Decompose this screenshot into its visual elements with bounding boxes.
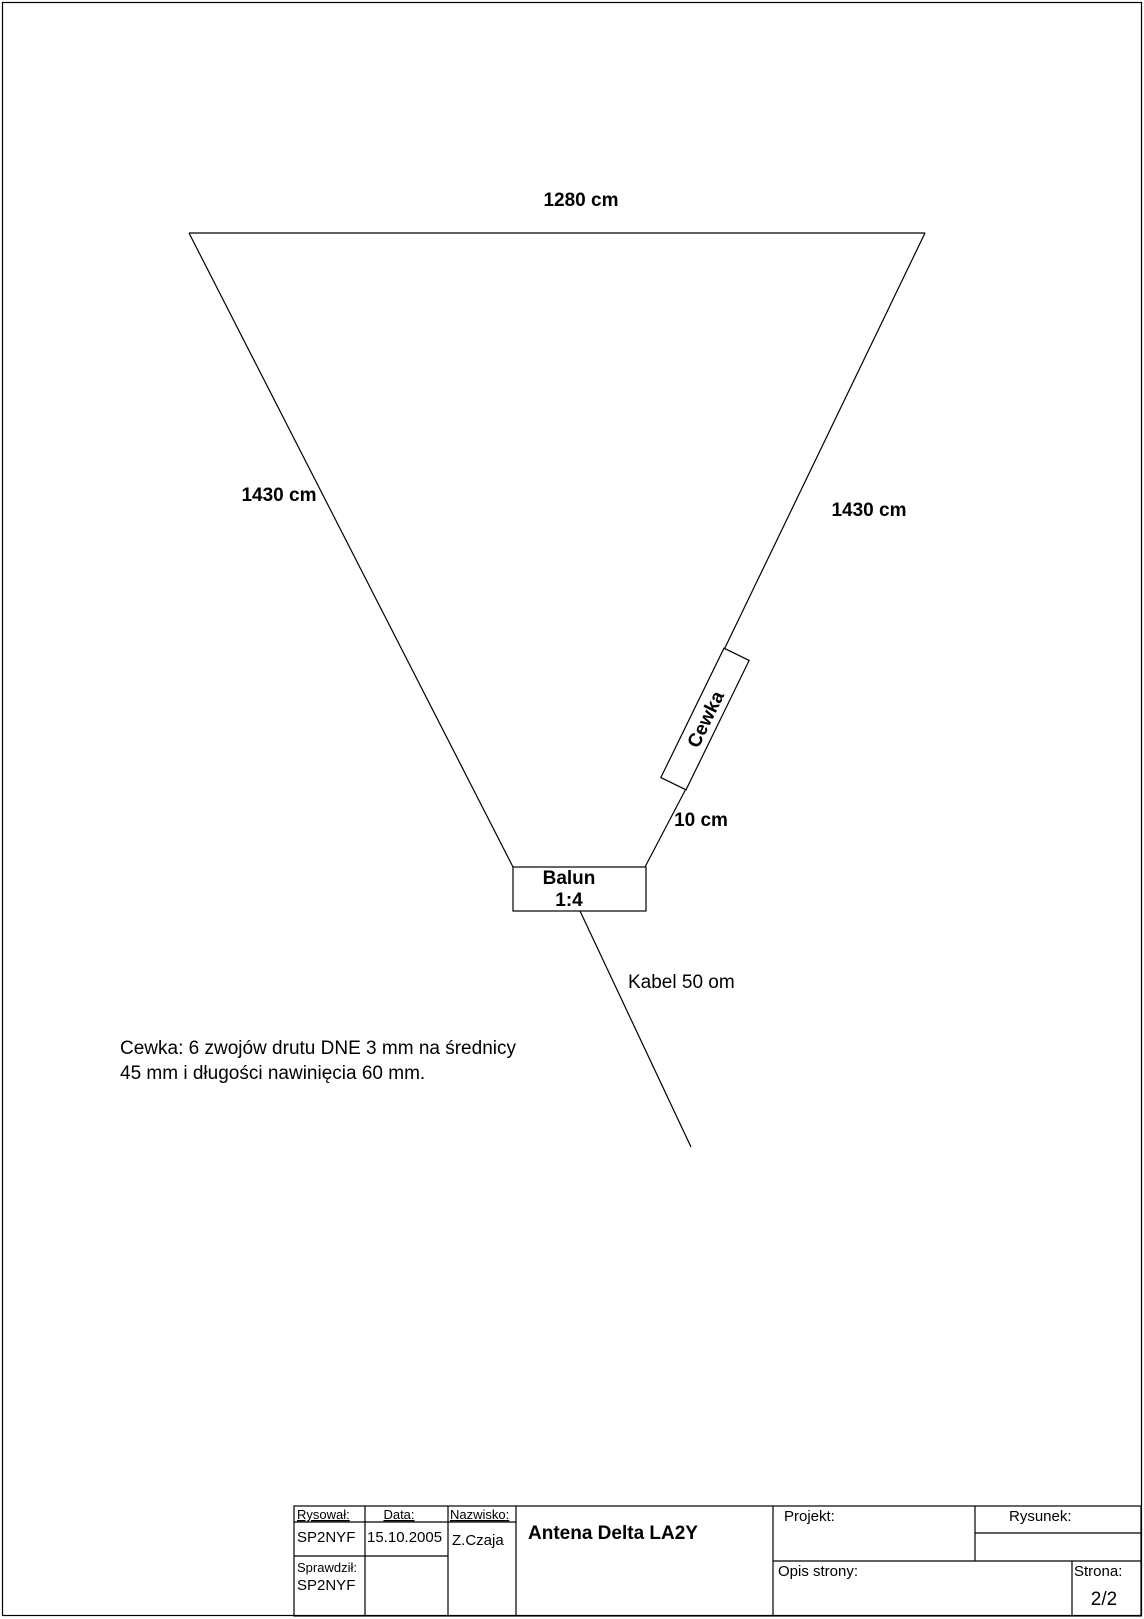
drawn-by-label: Rysował: [297, 1507, 350, 1522]
antenna-diagram: Cewka Balun 1:4 1280 cm 1430 cm 1430 cm … [120, 190, 926, 1148]
right-wire-lower [644, 782, 690, 868]
name-label: Nazwisko: [450, 1507, 509, 1522]
page-description-label: Opis strony: [778, 1563, 858, 1580]
drawing-number-label: Rysunek: [1009, 1508, 1072, 1525]
balun-label-line1: Balun [543, 868, 596, 889]
right-length-label: 1430 cm [831, 500, 906, 521]
checked-by-label: Sprawdził: [297, 1560, 357, 1575]
cable-label: Kabel 50 om [628, 972, 735, 993]
date-value: 15.10.2005 [367, 1529, 442, 1546]
page-number: 2/2 [1091, 1589, 1117, 1610]
coil-gap-label: 10 cm [674, 810, 728, 831]
name-value: Z.Czaja [452, 1532, 504, 1549]
date-label: Data: [383, 1507, 414, 1522]
coil-note-line2: 45 mm i długości nawinięcia 60 mm. [120, 1063, 425, 1084]
title-block-text: Rysował: Data: Nazwisko: SP2NYF 15.10.20… [297, 1507, 1122, 1610]
drawing-title: Antena Delta LA2Y [528, 1523, 698, 1544]
project-label: Projekt: [784, 1508, 835, 1525]
right-wire-upper [720, 232, 926, 657]
balun-label-line2: 1:4 [555, 890, 583, 911]
left-length-label: 1430 cm [241, 485, 316, 506]
checked-by-value: SP2NYF [297, 1577, 355, 1594]
top-length-label: 1280 cm [543, 190, 618, 211]
coil-box [660, 647, 750, 791]
left-wire [188, 232, 514, 868]
title-block [293, 1505, 1142, 1617]
feed-cable [579, 910, 692, 1148]
drawn-by-value: SP2NYF [297, 1529, 355, 1546]
coil-element: Cewka [660, 647, 750, 791]
balun-box [512, 866, 647, 912]
coil-note-line1: Cewka: 6 zwojów drutu DNE 3 mm na średni… [120, 1038, 516, 1059]
page-label: Strona: [1074, 1563, 1122, 1580]
